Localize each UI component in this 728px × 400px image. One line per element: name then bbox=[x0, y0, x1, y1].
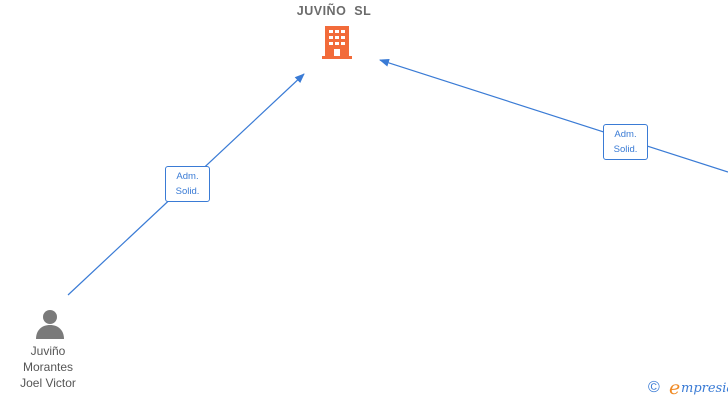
person-name[interactable]: Juviño Morantes Joel Victor bbox=[0, 343, 96, 391]
person-name-line2: Morantes bbox=[22, 360, 74, 374]
brand-initial: e bbox=[669, 377, 681, 399]
edge-label-offscreen[interactable]: Adm. Solid. bbox=[603, 124, 648, 160]
brand-name: mpresia bbox=[681, 381, 728, 396]
edge-label-line2: Solid. bbox=[175, 186, 200, 197]
edge-label-line1: Adm. bbox=[176, 171, 199, 182]
building-icon[interactable] bbox=[320, 24, 354, 60]
person-name-line3: Joel Victor bbox=[20, 376, 76, 390]
edge-label-line1: Adm. bbox=[614, 129, 637, 140]
copyright-icon: © bbox=[648, 379, 660, 396]
edge-offscreen-to-company bbox=[379, 58, 728, 173]
person-icon[interactable] bbox=[34, 308, 66, 340]
edge-label-person[interactable]: Adm. Solid. bbox=[165, 166, 210, 202]
person-name-line1: Juviño bbox=[30, 344, 66, 358]
edge-label-line2: Solid. bbox=[613, 144, 638, 155]
company-name[interactable]: JUVIÑO SL bbox=[296, 4, 372, 18]
empresia-logo: © e mpresia bbox=[648, 377, 728, 399]
